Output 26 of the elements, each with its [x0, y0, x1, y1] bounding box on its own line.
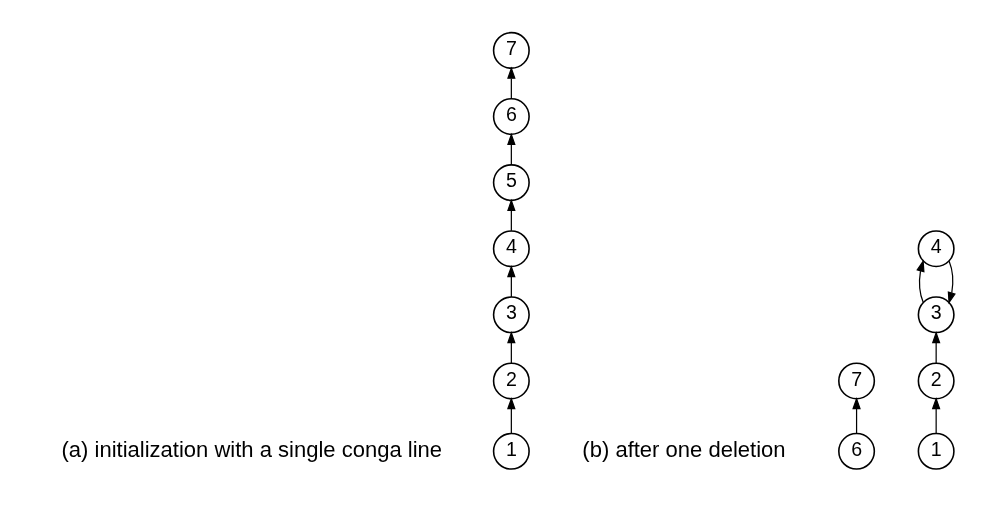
node-circle: 6 — [492, 97, 530, 136]
node-circle: 7 — [838, 362, 876, 400]
node-circle: 4 — [492, 230, 530, 268]
arrow — [507, 66, 516, 100]
node-circle: 7 — [492, 31, 530, 69]
arrow — [507, 264, 516, 298]
arrow — [947, 260, 956, 305]
node-circle: 1 — [492, 432, 530, 470]
arrow — [507, 132, 516, 166]
arrow — [507, 396, 516, 434]
arrow — [507, 198, 516, 232]
node-circle: 5 — [492, 164, 530, 202]
node-circle: 4 — [917, 230, 955, 268]
arrow — [931, 331, 941, 364]
node-circle: 1 — [917, 432, 955, 470]
node-circle: 2 — [492, 362, 530, 400]
node-circle: 6 — [838, 432, 876, 470]
label: (b) after one deletion — [582, 436, 786, 462]
label: (a) initialization with a single conga line — [61, 436, 443, 462]
arrow — [852, 396, 861, 434]
arrow — [931, 396, 941, 434]
node-circle: 3 — [917, 296, 955, 334]
arrow — [507, 331, 516, 364]
node-circle: 3 — [492, 296, 530, 334]
node-circle: 2 — [917, 362, 955, 400]
arrow — [916, 259, 925, 304]
